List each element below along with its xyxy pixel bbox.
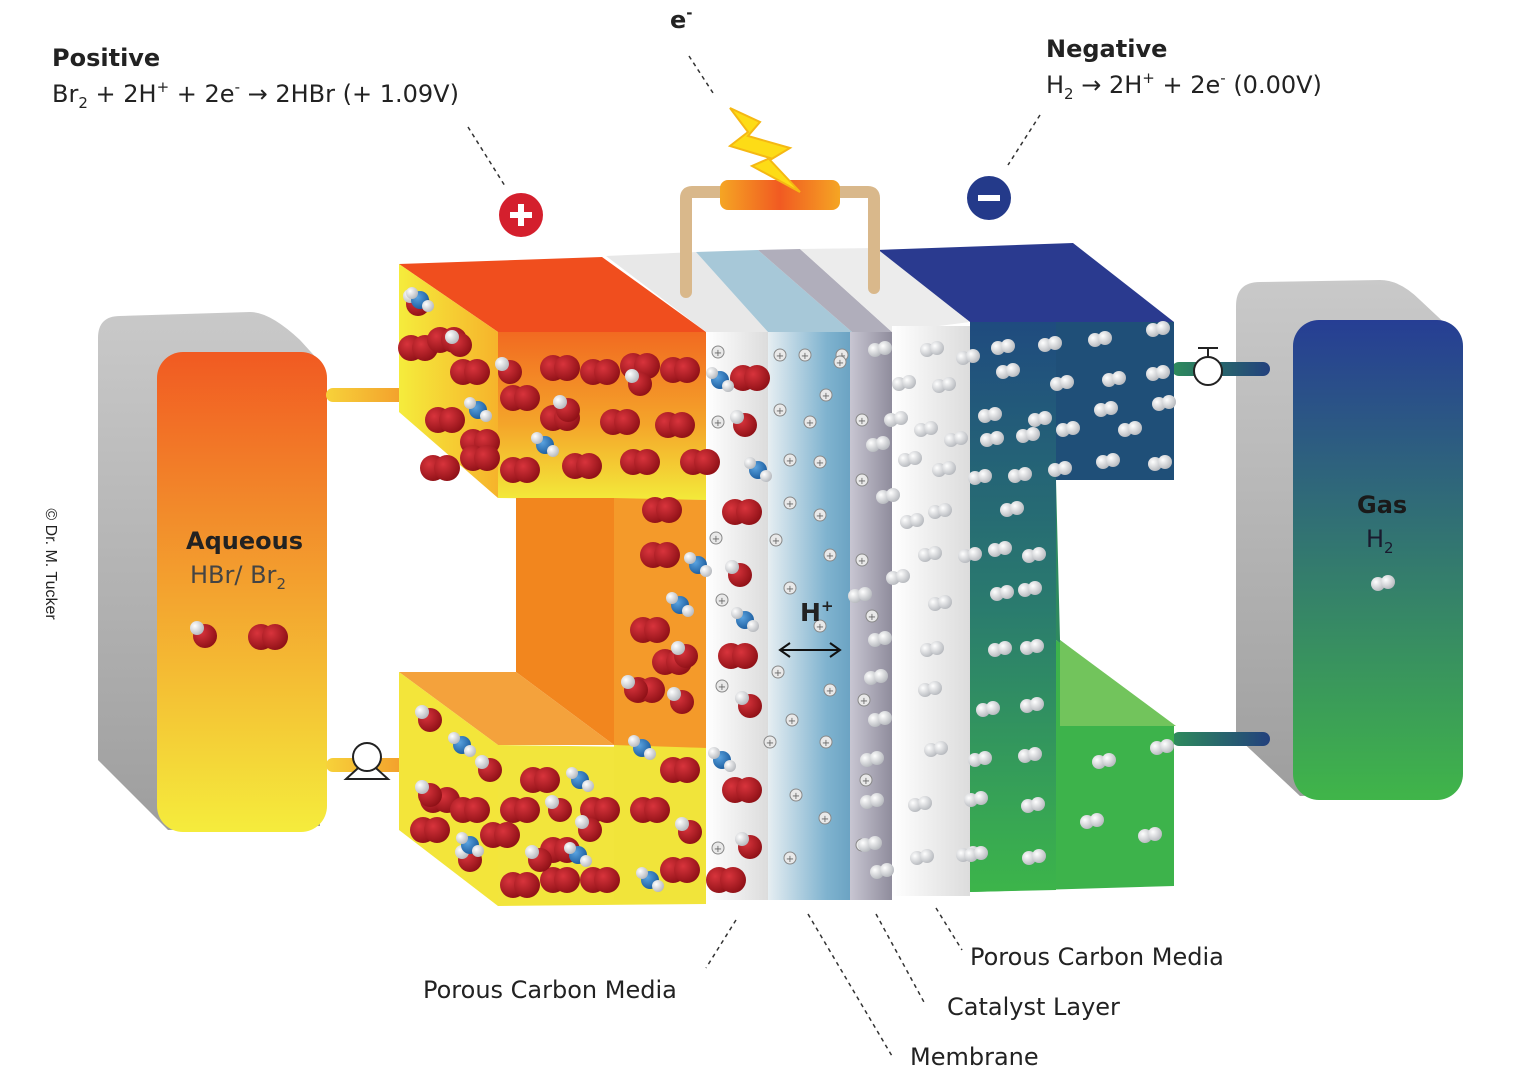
svg-text:+: + — [862, 776, 870, 787]
leader-lines — [467, 55, 1041, 1057]
aqueous-tank — [98, 312, 327, 832]
svg-text:+: + — [774, 668, 782, 679]
proton-transport-arrow — [778, 642, 842, 658]
aqueous-contents: HBr/ Br2 — [190, 561, 286, 593]
svg-text:+: + — [776, 406, 784, 417]
aqueous-title: Aqueous — [186, 527, 303, 555]
svg-text:+: + — [786, 854, 794, 865]
gas-contents: H2 — [1366, 525, 1394, 557]
particles: ++++++++++++++++++++++++++++++++++++ — [190, 287, 1395, 898]
svg-text:+: + — [712, 534, 720, 545]
svg-text:+: + — [786, 499, 794, 510]
svg-text:+: + — [786, 456, 794, 467]
svg-text:+: + — [786, 584, 794, 595]
svg-text:+: + — [788, 716, 796, 727]
svg-text:+: + — [714, 844, 722, 855]
svg-text:+: + — [836, 358, 844, 369]
membrane-label: Membrane — [910, 1043, 1039, 1071]
positive-equation: Br2 + 2H+ + 2e- → 2HBr (+ 1.09V) — [52, 78, 459, 112]
svg-text:+: + — [792, 791, 800, 802]
gas-tank — [1236, 280, 1463, 800]
proton-label: H+ — [800, 597, 834, 627]
svg-text:+: + — [776, 351, 784, 362]
negative-terminal-icon — [967, 176, 1011, 220]
svg-text:+: + — [821, 814, 829, 825]
svg-text:+: + — [816, 622, 824, 633]
svg-text:+: + — [826, 551, 834, 562]
svg-text:+: + — [868, 612, 876, 623]
svg-text:+: + — [801, 351, 809, 362]
svg-text:+: + — [816, 511, 824, 522]
resistor-load — [720, 180, 840, 210]
svg-text:+: + — [822, 391, 830, 402]
electron-label: e- — [670, 4, 693, 34]
gas-title: Gas — [1357, 491, 1408, 519]
svg-text:+: + — [806, 418, 814, 429]
positive-title: Positive — [52, 44, 161, 72]
svg-text:+: + — [858, 416, 866, 427]
valve-icon — [1193, 347, 1223, 386]
svg-text:+: + — [718, 596, 726, 607]
svg-text:+: + — [816, 458, 824, 469]
negative-title: Negative — [1046, 35, 1168, 63]
right-porous-media-label: Porous Carbon Media — [970, 943, 1224, 971]
svg-text:+: + — [772, 536, 780, 547]
svg-text:+: + — [714, 348, 722, 359]
left-porous-media-label: Porous Carbon Media — [423, 976, 677, 1004]
svg-text:+: + — [860, 696, 868, 707]
external-circuit — [680, 180, 880, 298]
svg-text:+: + — [858, 556, 866, 567]
lightning-bolt-icon — [727, 107, 801, 193]
negative-equation: H2 → 2H+ + 2e- (0.00V) — [1046, 69, 1322, 103]
pump-icon — [343, 742, 391, 780]
svg-text:+: + — [718, 682, 726, 693]
svg-text:+: + — [858, 476, 866, 487]
right-porous-layer — [892, 326, 970, 896]
positive-terminal-icon — [499, 193, 543, 237]
catalyst-layer-label: Catalyst Layer — [947, 993, 1120, 1021]
svg-text:+: + — [766, 738, 774, 749]
svg-text:+: + — [714, 418, 722, 429]
svg-text:+: + — [826, 686, 834, 697]
svg-text:+: + — [822, 738, 830, 749]
